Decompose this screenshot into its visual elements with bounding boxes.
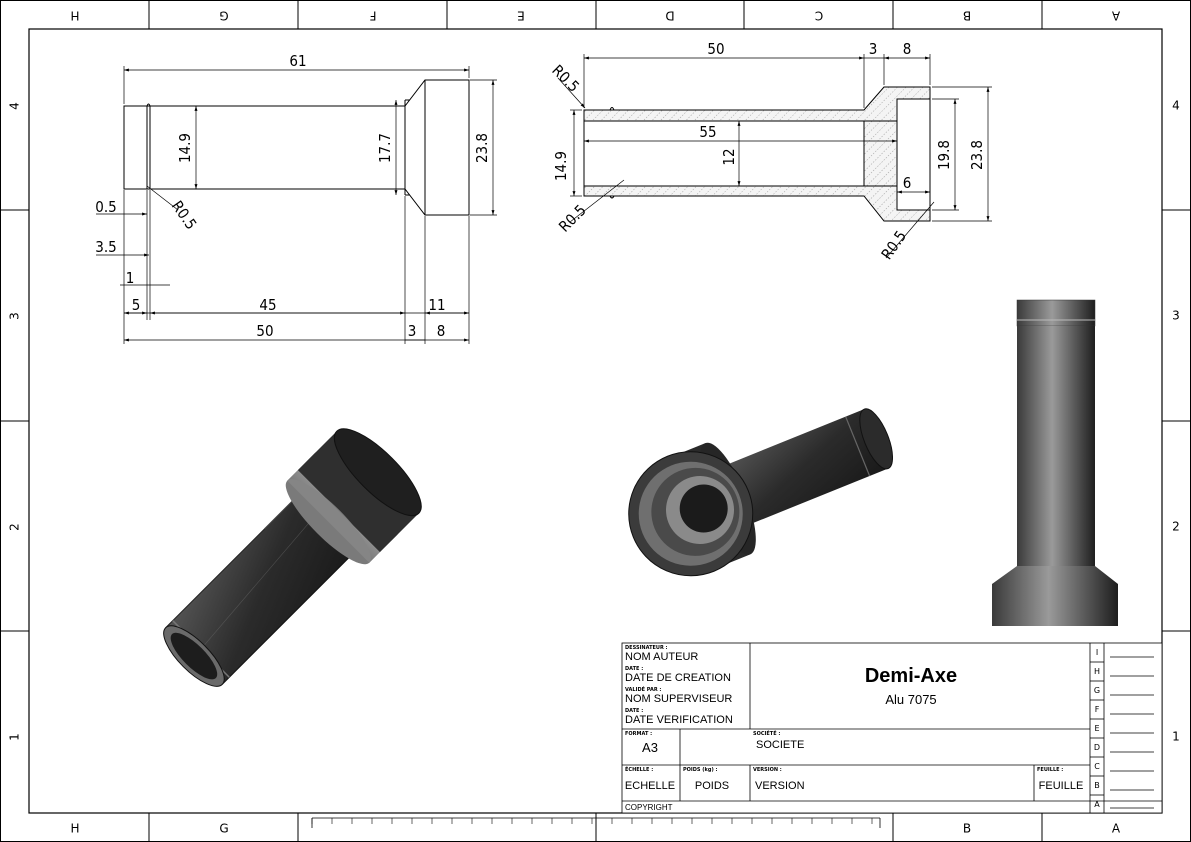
revision-e: E xyxy=(1094,724,1099,733)
iso-view-right xyxy=(992,299,1118,626)
sheet-value: FEUILLE xyxy=(1039,780,1084,792)
revision-d: D xyxy=(1094,743,1100,752)
dim-step: 3.5 xyxy=(95,238,116,256)
scale-value: ECHELLE xyxy=(625,780,675,792)
dim-section-len-3: 3 xyxy=(869,40,878,58)
creation-date-label: DATE : xyxy=(625,666,643,672)
dim-overall-length: 61 xyxy=(289,52,306,70)
weight-value: POIDS xyxy=(695,780,729,792)
zone-bottom-h: H xyxy=(70,822,79,836)
dim-radius-bottom-left: R0.5 xyxy=(555,201,590,236)
dim-outer-diameter: 14.9 xyxy=(552,151,570,181)
zone-top-a: A xyxy=(1111,9,1120,23)
dim-bore-length: 55 xyxy=(699,123,716,141)
dim-radius-bottom-right: R0.5 xyxy=(878,227,910,263)
drawing-title: Demi-Axe xyxy=(865,665,957,687)
creation-date: DATE DE CREATION xyxy=(625,672,731,684)
revision-g: G xyxy=(1094,686,1100,695)
weight-label: POIDS (kg) : xyxy=(683,767,717,773)
section-dimension-lines xyxy=(557,54,992,259)
revision-b: B xyxy=(1094,781,1100,790)
zone-right-1: 1 xyxy=(1172,730,1180,744)
dim-len-3: 3 xyxy=(408,322,417,340)
material: Alu 7075 xyxy=(885,692,936,707)
revision-f: F xyxy=(1095,705,1100,714)
zone-left-3: 3 xyxy=(8,312,22,320)
dim-radius-top-left: R0.5 xyxy=(548,61,583,96)
version-label: VERSION : xyxy=(753,767,782,773)
zone-bottom-b: B xyxy=(963,822,971,836)
dim-counterbore-diameter: 19.8 xyxy=(935,140,953,170)
company-label: SOCIÉTÉ : xyxy=(753,729,780,737)
zone-top-c: C xyxy=(815,9,823,23)
revision-h: H xyxy=(1094,667,1100,676)
zone-labels: H G F E D C B A H G B A 4 3 2 1 4 3 2 1 xyxy=(8,9,1180,836)
zone-right-4: 4 xyxy=(1172,99,1180,113)
supervisor-name: NOM SUPERVISEUR xyxy=(625,693,732,705)
dim-section-len-50: 50 xyxy=(707,40,724,58)
format-label: FORMAT : xyxy=(625,731,652,737)
revision-a: A xyxy=(1094,800,1100,809)
title-block: DESSINATEUR : NOM AUTEUR DATE : DATE DE … xyxy=(621,642,1163,814)
dim-head-len: 11 xyxy=(428,296,445,314)
dim-len-8: 8 xyxy=(437,322,446,340)
zone-top-e: E xyxy=(517,9,525,23)
dim-counterbore-depth: 6 xyxy=(903,174,912,192)
dim-head-diameter: 23.8 xyxy=(473,133,491,163)
dim-len-50: 50 xyxy=(256,322,273,340)
zone-right-2: 2 xyxy=(1172,520,1180,534)
scale-label: ÉCHELLE : xyxy=(625,765,653,773)
zone-top-h: H xyxy=(70,9,79,23)
zone-left-4: 4 xyxy=(8,102,22,110)
validated-label: VALIDÉ PAR : xyxy=(625,685,661,693)
verification-date: DATE VERIFICATION xyxy=(625,714,733,726)
zone-top-d: D xyxy=(665,9,674,23)
scale-ruler xyxy=(311,818,873,824)
dim-section-len-8: 8 xyxy=(903,40,912,58)
dim-neck-diameter: 17.7 xyxy=(376,133,394,163)
section-dimension-text: 50 3 8 R0.5 R0.5 R0.5 55 12 14.9 19.8 23… xyxy=(548,40,986,263)
zone-bottom-a: A xyxy=(1112,822,1121,836)
sheet-label: FEUILLE : xyxy=(1037,767,1063,773)
dim-shaft-diameter: 14.9 xyxy=(176,133,194,163)
zone-right-3: 3 xyxy=(1172,309,1180,323)
verification-date-label: DATE : xyxy=(625,708,643,714)
front-view: 61 14.9 17.7 23.8 0.5 R0.5 3.5 1 5 45 11… xyxy=(95,52,497,344)
zone-left-2: 2 xyxy=(8,523,22,531)
iso-view-left xyxy=(163,428,422,687)
dim-groove-width: 1 xyxy=(126,269,135,287)
section-view: 50 3 8 R0.5 R0.5 R0.5 55 12 14.9 19.8 23… xyxy=(548,40,992,263)
front-view-dimension-lines xyxy=(96,66,497,344)
zone-left-1: 1 xyxy=(8,733,22,741)
dim-bore-diameter: 12 xyxy=(720,148,738,165)
revision-i: I xyxy=(1096,648,1098,657)
iso-view-middle xyxy=(628,408,894,577)
front-view-outline xyxy=(123,79,470,216)
section-outline xyxy=(583,98,931,211)
designer-label: DESSINATEUR : xyxy=(625,645,668,651)
format-value: A3 xyxy=(642,740,658,755)
version-value: VERSION xyxy=(755,780,805,792)
copyright: COPYRIGHT xyxy=(625,803,673,812)
revision-c: C xyxy=(1094,762,1100,771)
dim-groove-depth: 0.5 xyxy=(95,198,116,216)
section-hatch xyxy=(583,86,931,222)
dim-shaft-len: 45 xyxy=(259,296,276,314)
zone-top-b: B xyxy=(963,9,971,23)
zone-top-g: G xyxy=(219,9,228,23)
zone-top-f: F xyxy=(369,9,376,23)
dim-section-head-diameter: 23.8 xyxy=(968,140,986,170)
dim-groove-radius: R0.5 xyxy=(168,197,200,233)
designer-name: NOM AUTEUR xyxy=(625,651,698,663)
dim-groove-pos: 5 xyxy=(132,296,141,314)
company-value: SOCIETE xyxy=(756,739,804,751)
zone-bottom-g: G xyxy=(219,822,228,836)
